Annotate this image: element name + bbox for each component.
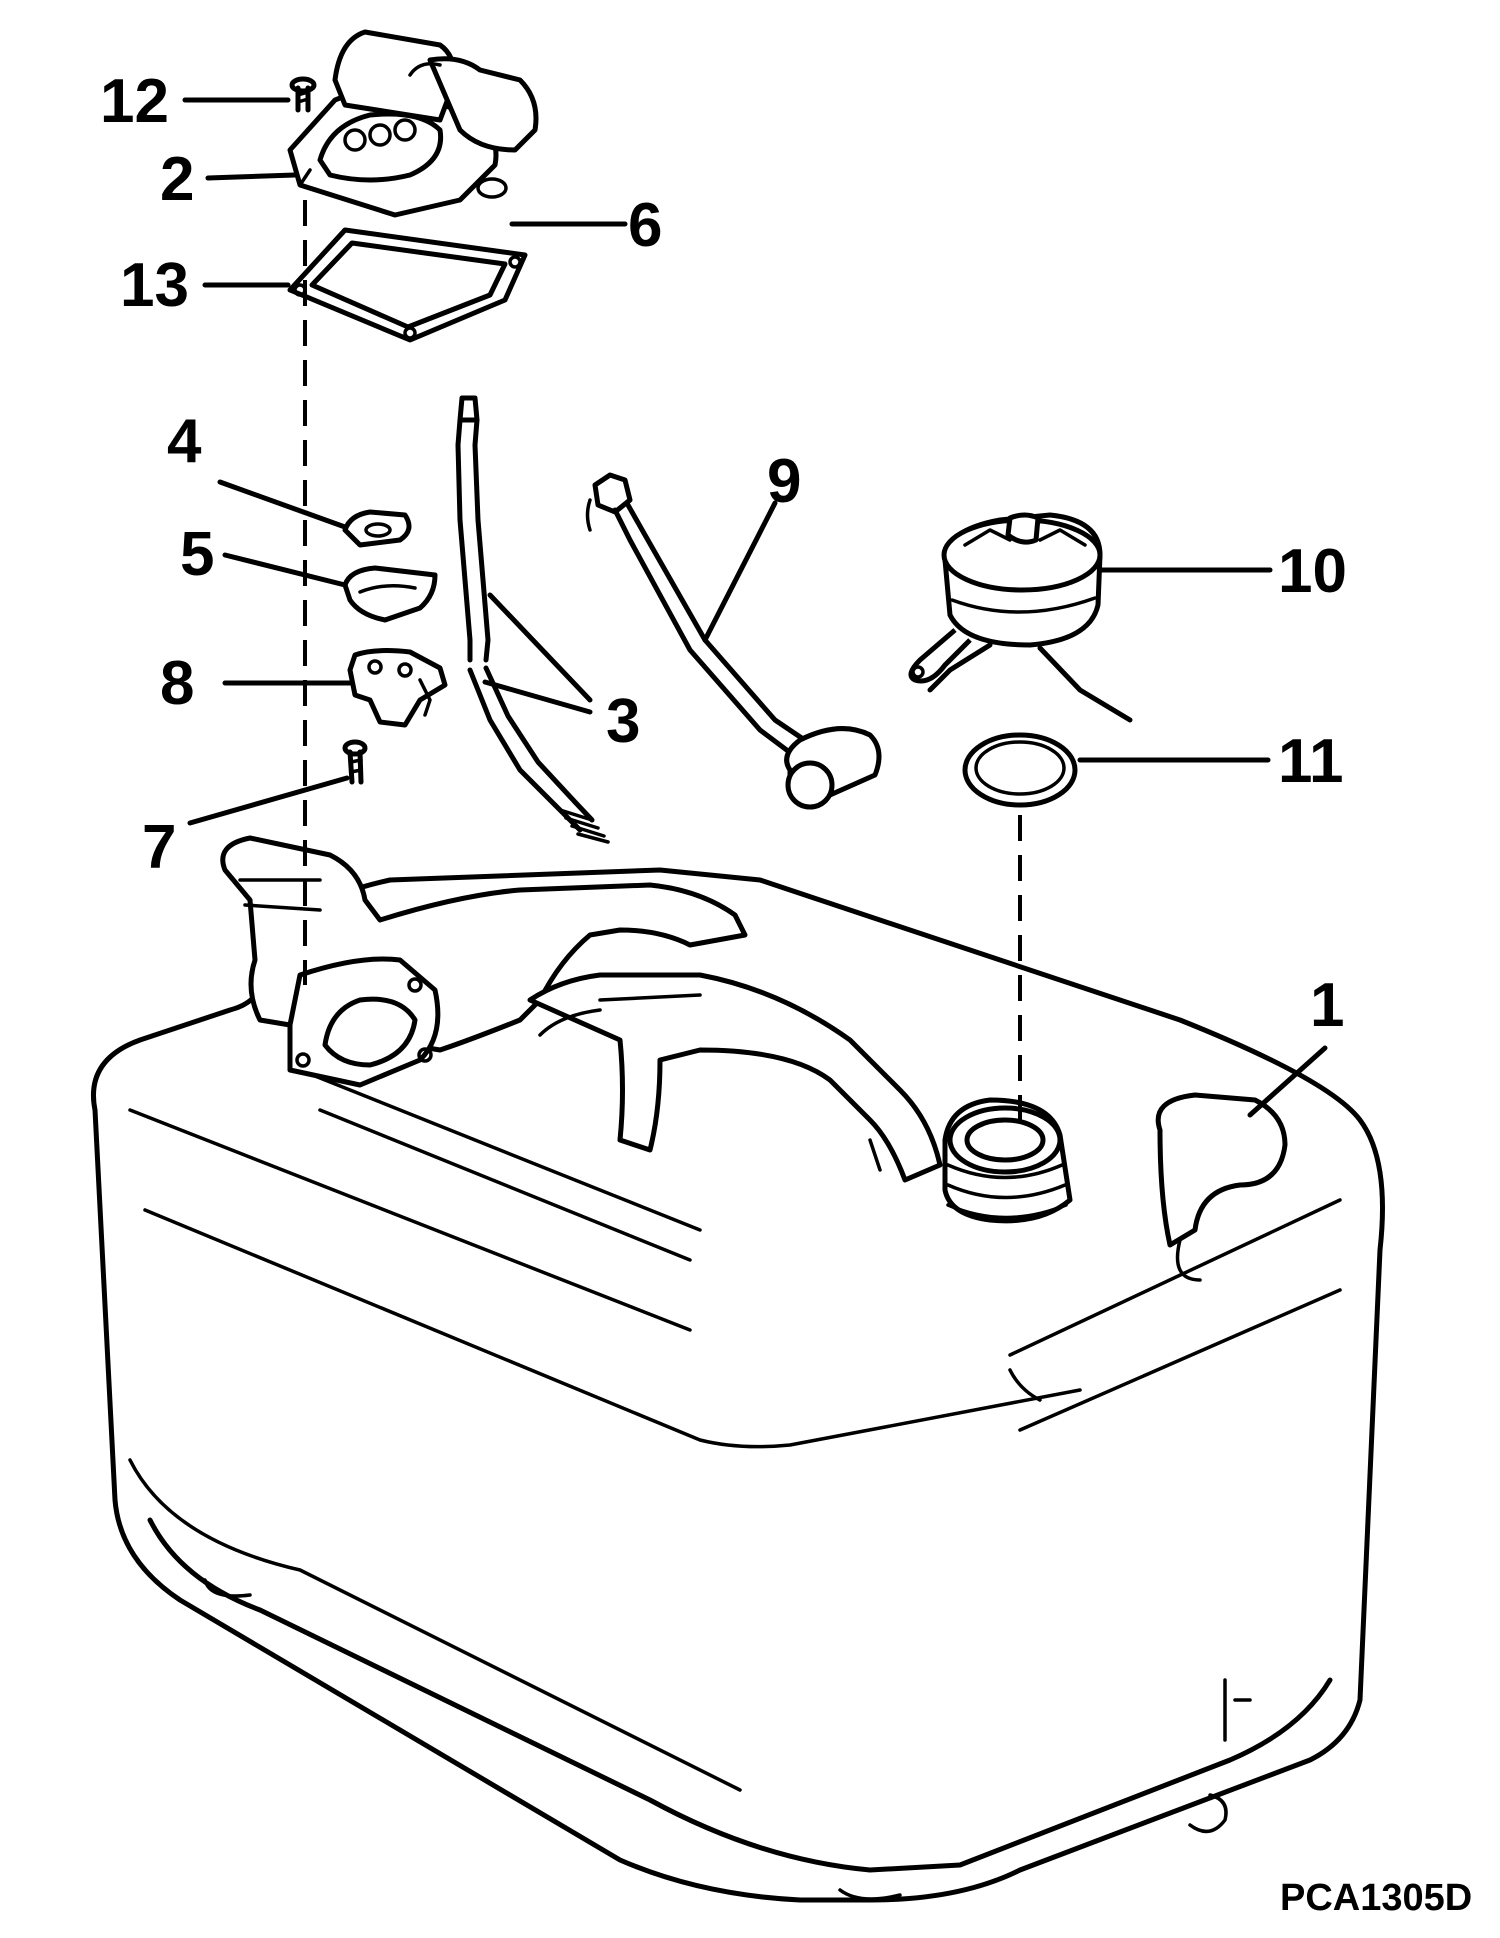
tank-filler-neck [942,1097,1073,1224]
fuel-connector-housing [287,29,539,218]
leader-lines [182,97,1328,1118]
callout-8: 8 [160,649,194,718]
tank-rear-grip [1155,1092,1288,1282]
callout-3: 3 [606,687,640,756]
filler-cap-10 [908,512,1133,723]
figure-code: PCA1305D [1280,1877,1472,1919]
fuel-gauge-float-9 [585,472,882,810]
plate-4 [342,509,412,548]
callout-6: 6 [628,191,662,260]
screw-12 [289,76,317,113]
seal-ring-11 [962,732,1078,808]
gasket-13 [287,227,528,343]
callout-5: 5 [180,520,214,589]
bracket-8 [347,648,448,728]
callout-13: 13 [120,251,189,320]
fuel-tank [91,867,1385,1903]
o-ring-6 [476,177,508,199]
callout-12: 12 [100,67,169,136]
callout-2: 2 [160,145,194,214]
screw-7 [342,739,368,785]
callout-10: 10 [1278,537,1347,606]
seal-5 [342,565,438,623]
fuel-hose-3 [455,395,610,844]
tank-pickup-mount [287,956,441,1088]
callout-9: 9 [767,447,801,516]
callout-4: 4 [167,407,202,476]
callout-7: 7 [142,813,176,882]
callout-1: 1 [1310,971,1344,1040]
callout-11: 11 [1278,727,1344,796]
